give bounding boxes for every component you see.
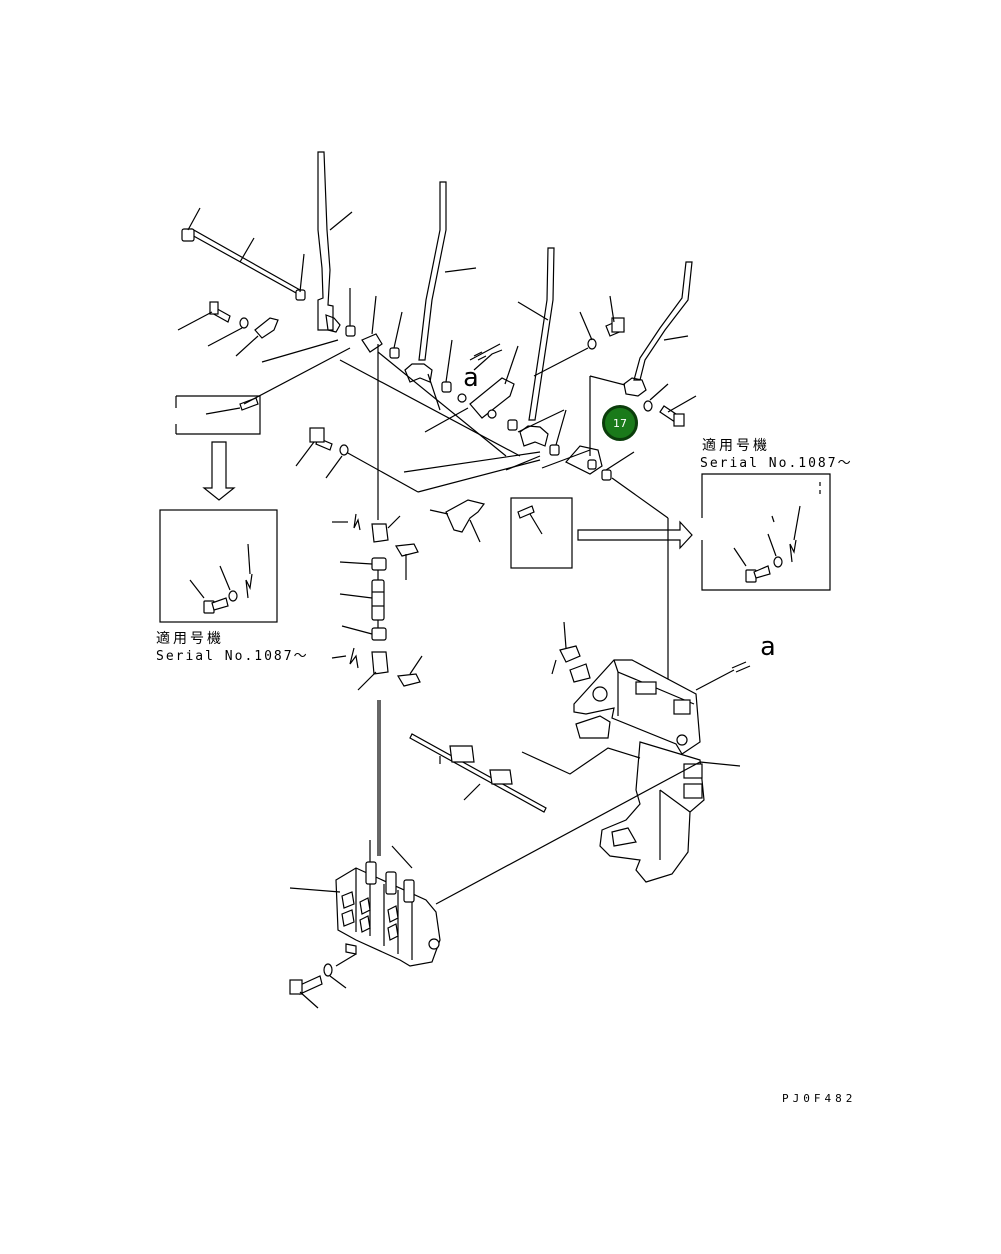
right-arrow (577, 520, 693, 550)
down-arrow (202, 441, 236, 501)
bolts-right (533, 295, 697, 481)
bolts-mid-left (295, 427, 349, 479)
detail-box-right (701, 473, 831, 591)
control-rod (409, 733, 641, 813)
lever-1 (317, 151, 353, 333)
lever-3 (517, 247, 555, 447)
lever-bracket (551, 621, 751, 883)
marker-arrow-top (469, 343, 501, 361)
detail-left-note-jp: 適用号機 (156, 631, 224, 647)
detail-right-note-jp: 適用号機 (702, 438, 770, 454)
linkage-middle (424, 339, 567, 456)
view-marker-2: a (760, 632, 776, 662)
lever-4 (623, 261, 693, 397)
valve-bolts (289, 953, 357, 1009)
part-hotspot-17[interactable]: 17 (602, 405, 638, 441)
lever-2 (404, 181, 477, 383)
lever-shaft (181, 207, 306, 301)
drawing-code: PJ0F482 (782, 1092, 857, 1105)
detail-box-top-left (175, 347, 351, 435)
view-marker-1: a (463, 363, 479, 393)
plate-bracket (429, 499, 486, 543)
bolts-left (177, 288, 403, 363)
detail-right-note-serial: Serial No.1087～ (700, 456, 853, 471)
detail-box-center (510, 497, 573, 569)
control-valve (289, 761, 701, 967)
leaders (377, 351, 565, 457)
detail-left-note-serial: Serial No.1087～ (156, 649, 309, 664)
rod-fittings (331, 513, 423, 691)
detail-box-left (159, 509, 278, 623)
